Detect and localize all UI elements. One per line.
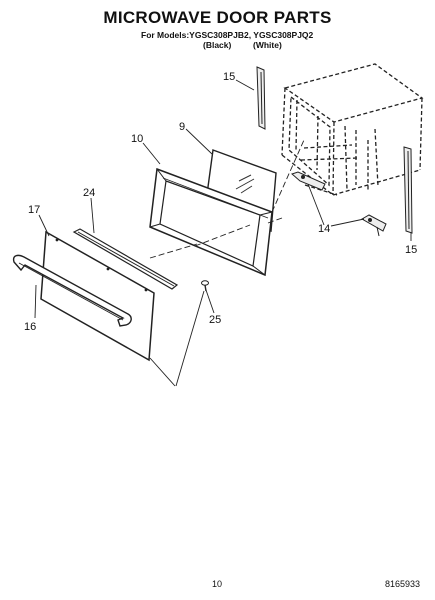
page-number: 10 [212,579,223,589]
callout-14: 14 [318,223,330,235]
leader-lines [34,79,412,319]
hinge-strip-right [403,146,413,234]
assembly-lines [149,139,305,387]
callout-15-right: 15 [405,244,417,256]
callout-17: 17 [28,204,40,216]
callout-24: 24 [83,187,95,199]
microwave-cavity [281,63,424,196]
page-title: MICROWAVE DOOR PARTS [103,8,332,27]
callout-16: 16 [24,321,36,333]
callout-25: 25 [209,314,221,326]
hinge-strip-upper [256,66,266,130]
models-line: For Models:YGSC308PJB2, YGSC308PJQ2 [141,30,314,40]
callout-10: 10 [131,133,143,145]
door-handle [12,254,132,327]
document-number: 8165933 [385,579,421,589]
callout-15-upper: 15 [223,71,235,83]
outer-door-panel [40,230,155,362]
latch-bracket-lower [360,214,387,237]
variant-black-label: (Black) [203,40,232,50]
door-trim-strip [72,228,179,290]
callout-9: 9 [179,121,185,133]
door-frame [149,167,273,277]
latch-bracket-upper [291,171,326,191]
variant-white-label: (White) [253,40,282,50]
screw [201,280,209,292]
